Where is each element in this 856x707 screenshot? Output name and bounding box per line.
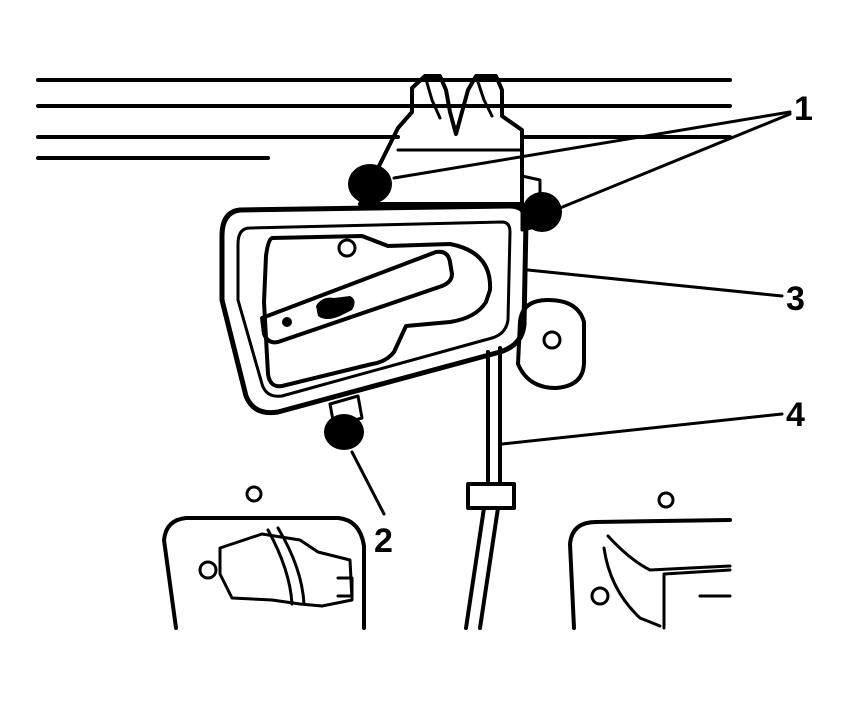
lower-nut — [324, 394, 364, 450]
fasteners — [324, 164, 562, 450]
leader-lines — [350, 110, 792, 516]
handle-housing — [219, 203, 529, 416]
leader-4 — [500, 412, 784, 446]
callout-3: 3 — [786, 280, 805, 318]
leader-1b — [558, 112, 792, 210]
pivot-boss — [516, 298, 586, 390]
upper-right-nut — [520, 174, 562, 232]
door-frame-rails — [36, 78, 732, 160]
mounting-bracket — [358, 74, 524, 206]
callout-4: 4 — [786, 396, 805, 434]
callouts: 1 2 3 4 — [374, 90, 813, 560]
actuator-cable — [464, 346, 516, 630]
upper-left-nut — [348, 164, 392, 204]
callout-2: 2 — [374, 522, 393, 560]
leader-2 — [350, 450, 386, 516]
leader-3 — [526, 268, 784, 298]
leader-1a — [392, 110, 792, 180]
lower-panel-right — [568, 491, 732, 630]
callout-1: 1 — [794, 90, 813, 128]
lower-panel-left — [162, 485, 366, 630]
